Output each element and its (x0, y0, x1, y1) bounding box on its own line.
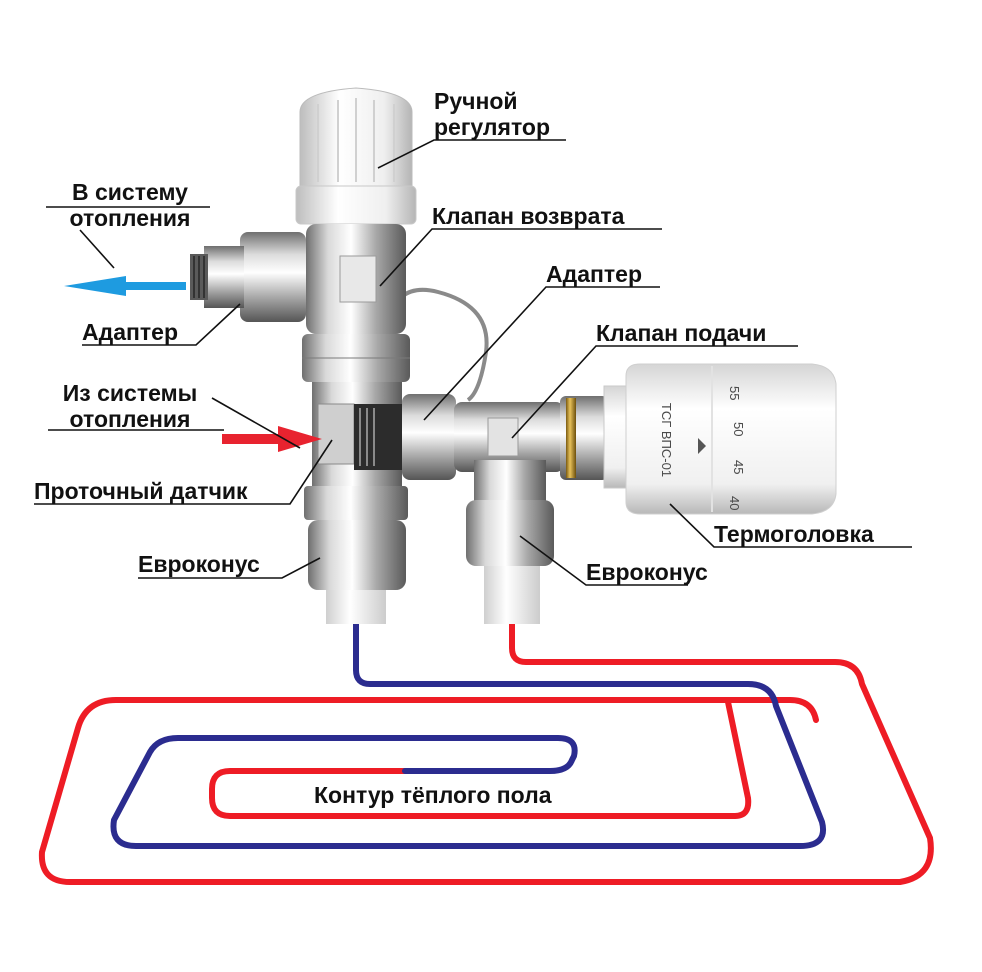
scale-mark: 55 (727, 386, 742, 400)
label-manual-regulator: Ручной регулятор (434, 88, 574, 140)
outflow-arrow-icon (64, 276, 186, 296)
label-adapter-top: Адаптер (546, 261, 642, 287)
floor-loop (42, 622, 931, 882)
inflow-arrow-icon (222, 426, 322, 452)
label-euroconus-left: Евроконус (138, 551, 260, 577)
return-valve-assembly (190, 88, 487, 590)
label-euroconus-right: Евроконус (586, 559, 708, 585)
label-thermal-head: Термоголовка (714, 521, 874, 547)
scale-mark: 40 (727, 496, 742, 510)
label-flow-sensor: Проточный датчик (34, 478, 248, 504)
label-return-valve: Клапан возврата (432, 203, 624, 229)
scale-mark: 45 (731, 460, 746, 474)
label-from-heating-system: Из системы отопления (30, 380, 230, 432)
label-supply-valve: Клапан подачи (596, 320, 766, 346)
thermal-head-brand: ТСГ ВПС-01 (659, 403, 674, 477)
label-floor-loop: Контур тёплого пола (314, 782, 552, 808)
label-to-heating-system: В систему отопления (30, 179, 230, 231)
leader-to-heating-arrow (80, 230, 114, 268)
scale-mark: 50 (731, 422, 746, 436)
label-adapter-left: Адаптер (82, 319, 178, 345)
